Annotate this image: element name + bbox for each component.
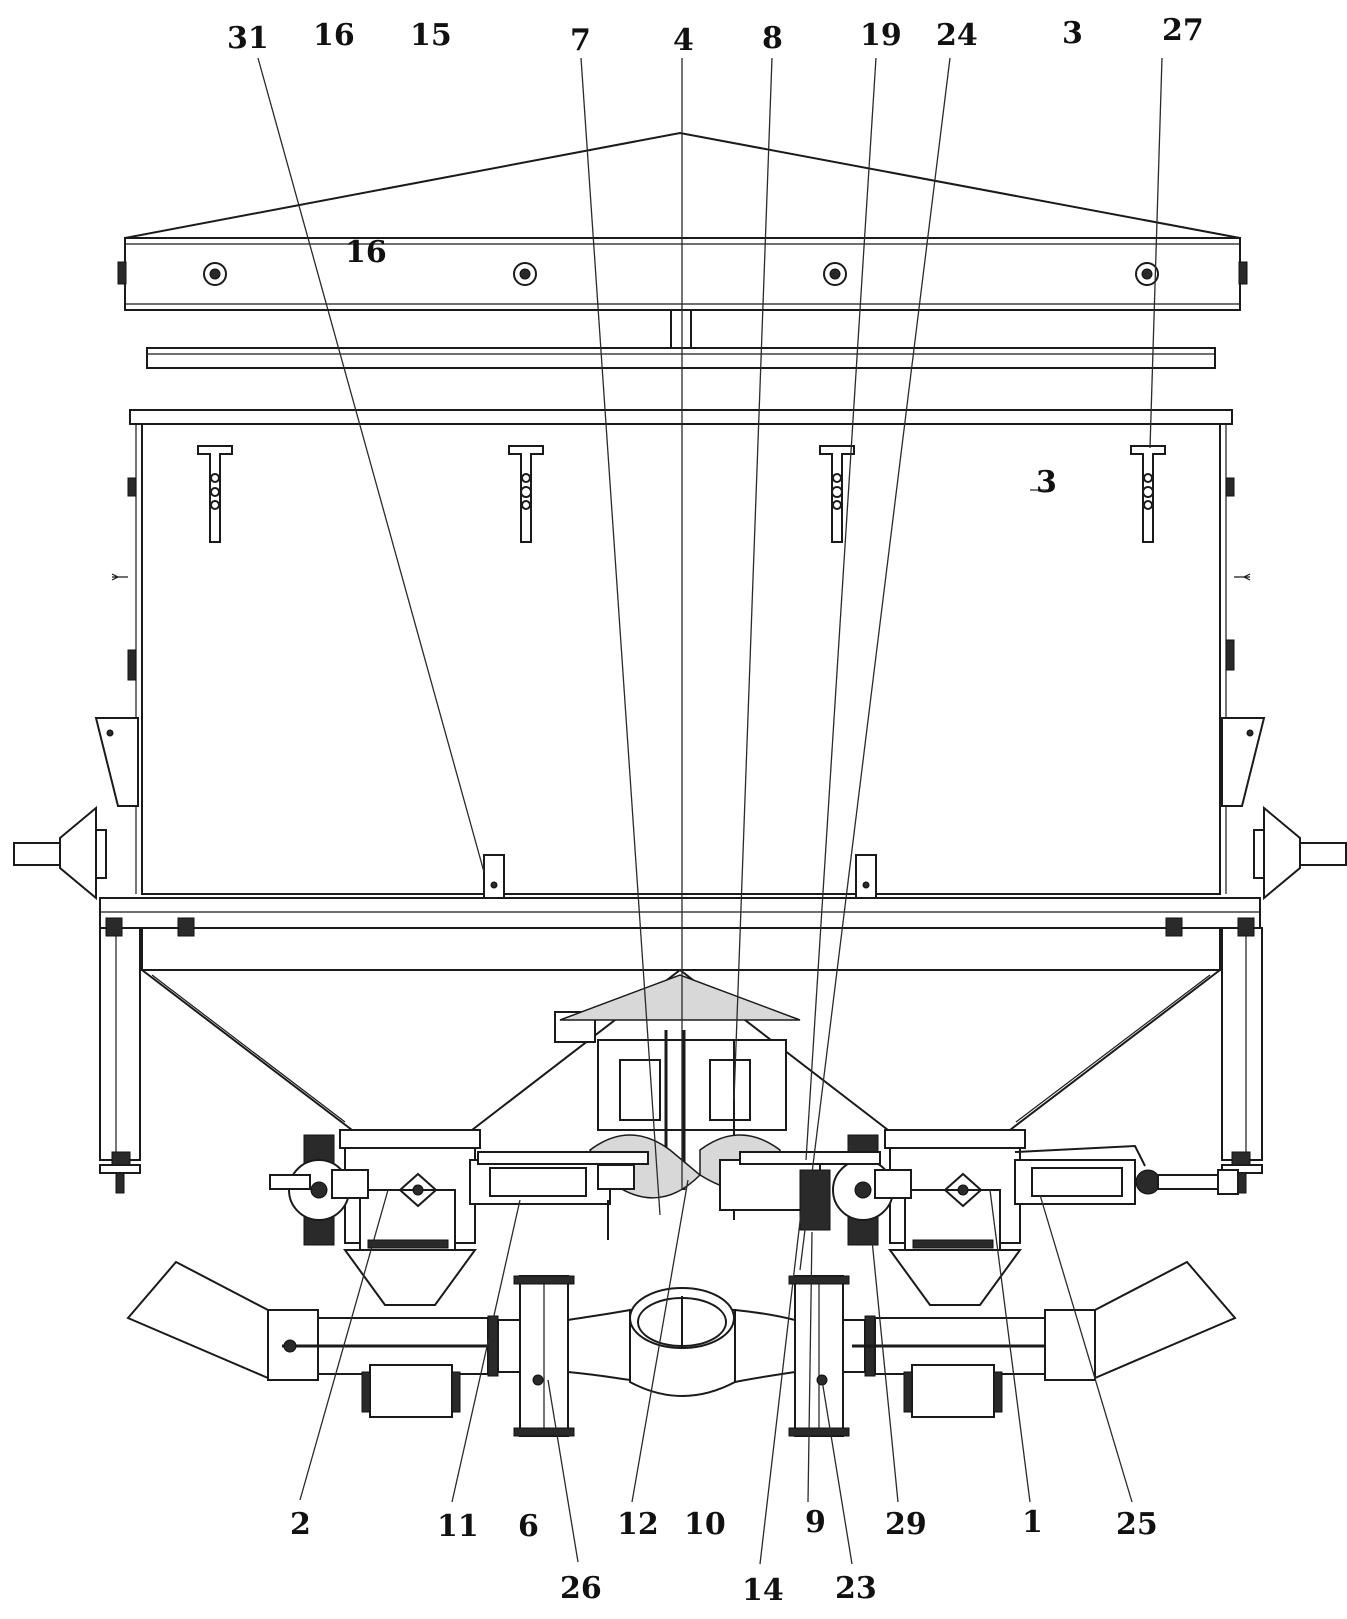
callout-label-19: 19 — [860, 18, 902, 53]
callout-label-3-body: 3 — [1036, 465, 1057, 500]
callout-label-1: 1 — [1022, 1505, 1043, 1540]
left-metering-unit — [269, 1129, 649, 1306]
callout-label-16: 16 — [313, 18, 355, 53]
callout-label-6: 6 — [518, 1509, 539, 1544]
callout-label-31: 31 — [227, 21, 269, 56]
callout-label-4: 4 — [673, 23, 694, 58]
callout-label-11: 11 — [437, 1509, 479, 1544]
callout-labels: 31 16 15 7 4 8 19 24 3 27 3 16 2 11 6 12… — [227, 13, 1204, 1608]
callout-label-10: 10 — [684, 1507, 726, 1542]
callout-label-9: 9 — [805, 1505, 826, 1540]
callout-label-2: 2 — [290, 1507, 311, 1542]
bottom-pipe-manifold — [126, 1260, 1237, 1437]
side-mounts — [13, 717, 1347, 1194]
callout-label-8: 8 — [762, 21, 783, 56]
callout-label-16-lid: 16 — [345, 235, 387, 270]
right-metering-unit — [719, 1129, 1239, 1306]
callout-label-7: 7 — [570, 23, 591, 58]
hopper-body — [111, 409, 1251, 926]
callout-label-27: 27 — [1162, 13, 1204, 48]
callout-label-14: 14 — [742, 1573, 784, 1608]
callout-label-24: 24 — [936, 18, 978, 53]
callout-label-25: 25 — [1116, 1507, 1158, 1542]
callout-label-3: 3 — [1062, 16, 1083, 51]
latch — [197, 445, 1166, 543]
callout-label-12: 12 — [617, 1507, 659, 1542]
lid-bolt — [203, 262, 1159, 286]
leader-lines — [257, 57, 1163, 1565]
callout-label-15: 15 — [410, 18, 452, 53]
callout-label-29: 29 — [885, 1507, 927, 1542]
callout-label-26: 26 — [560, 1571, 602, 1606]
callout-label-23: 23 — [835, 1571, 877, 1606]
cover-bar — [146, 347, 1216, 369]
